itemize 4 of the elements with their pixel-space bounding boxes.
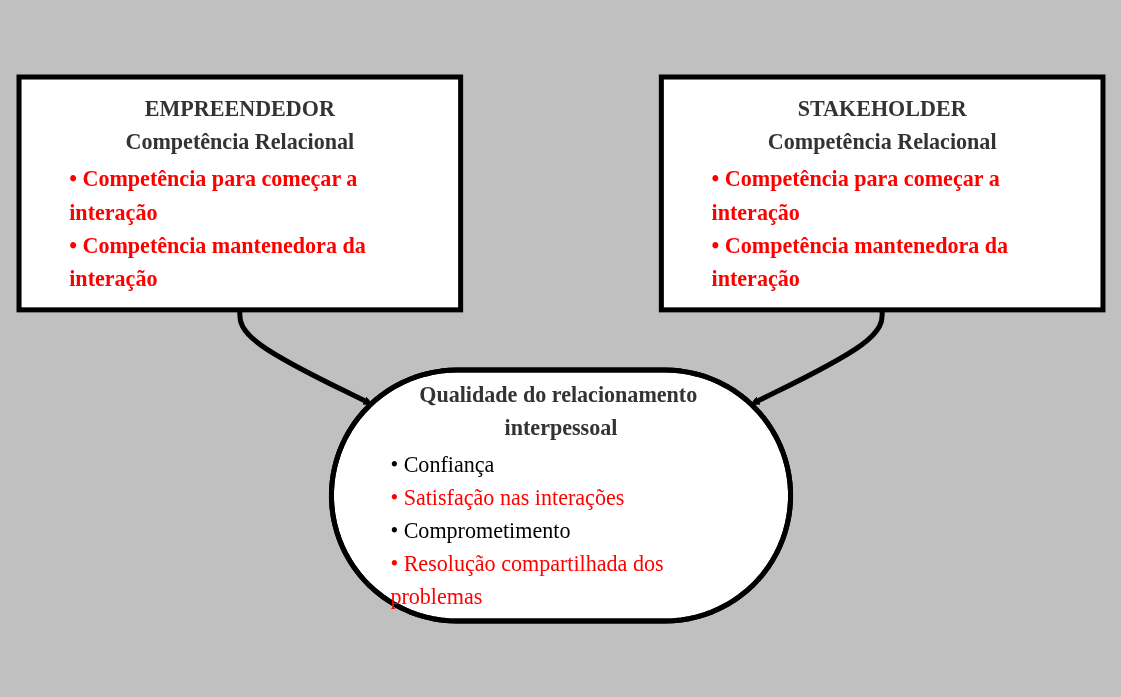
node-box: EMPREENDEDOR Competência Relacional • Competência para começar a interação • Competência mantenedora da interação bbox=[16, 74, 463, 312]
arrow bbox=[750, 309, 885, 405]
arrow bbox=[236, 309, 372, 405]
node-box: STAKEHOLDER Competência Relacional • Competência para começar a interação • Competência mantenedora da interação bbox=[658, 74, 1105, 312]
